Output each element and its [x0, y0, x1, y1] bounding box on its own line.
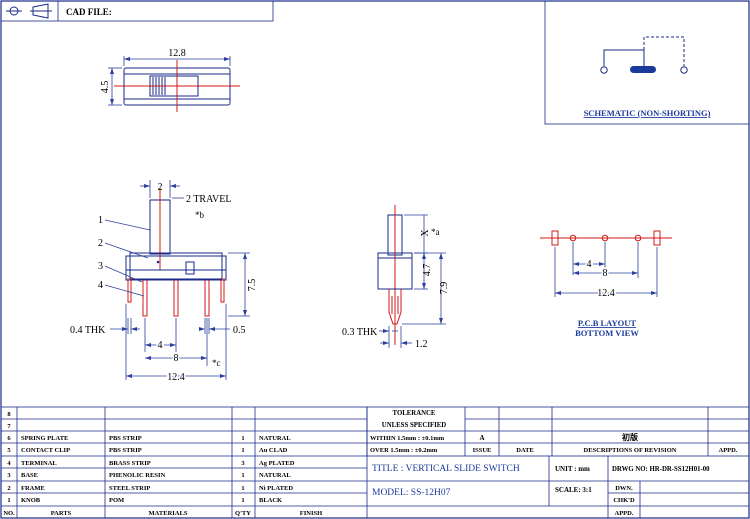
bom-cell-materials: STEEL STRIP: [109, 485, 150, 492]
side-thk: 0.3 THK: [342, 327, 378, 338]
bom-cell-parts: FRAME: [21, 485, 45, 492]
bom-cell-materials: POM: [109, 497, 124, 504]
projection-symbol-icon: [6, 3, 52, 19]
bom-cell-materials: PBS STRIP: [109, 447, 142, 454]
bom-cell-no: 6: [7, 435, 11, 442]
side-dim-79: 7.9: [439, 282, 450, 295]
bom-cell-qty: 3: [241, 460, 245, 467]
front-height-dim: 7.5: [247, 279, 258, 292]
schematic-box: SCHEMATIC (NON-SHORTING): [544, 0, 750, 125]
revision-desc-label: DESCRIPTIONS OF REVISION: [584, 447, 677, 454]
callout-2: 2: [98, 238, 103, 249]
tolerance-subtitle: UNLESS SPECIFIED: [382, 422, 446, 429]
bom-cell-no: 3: [7, 472, 11, 479]
bom-cell-materials: PBS STRIP: [109, 435, 142, 442]
drawing-model: MODEL: SS-12H07: [372, 488, 451, 498]
bom-cell-qty: 1: [241, 447, 244, 454]
top-width-dim: 12.8: [168, 48, 186, 59]
bom-cell-no: 5: [7, 447, 11, 454]
drawing-title: TITLE : VERTICAL SLIDE SWITCH: [372, 464, 520, 474]
pitch-8-dim: 8: [174, 353, 179, 364]
pitch-4-dim: 4: [158, 340, 163, 351]
bom-header-no: NO.: [3, 510, 15, 517]
bom-cell-qty: 1: [241, 435, 244, 442]
bom-cell-finish: Ni PLATED: [259, 485, 293, 492]
bom-cell-materials: PHENOLIC RESIN: [109, 472, 165, 479]
pcb-dim-4: 4: [587, 259, 592, 270]
appd-label: APPD.: [615, 510, 634, 517]
bom-cell-finish: Ag PLATED: [259, 460, 295, 467]
slider-contact: [630, 66, 656, 73]
bom-cell-parts: SPRING PLATE: [21, 435, 68, 442]
travel-dim: 2: [158, 182, 163, 193]
bom-cell-finish: BLACK: [259, 497, 282, 504]
chkd-label: CHK'D: [613, 497, 635, 504]
drawing-unit: UNIT : mm: [555, 465, 590, 473]
pcb-layout: 4 8 12.4 P.C.B LAYOUT BOTTOM VIEW: [540, 230, 672, 338]
bom-cell-parts: CONTACT CLIP: [21, 447, 70, 454]
revision-issue-label: ISSUE: [473, 447, 492, 454]
note-a: *a: [431, 227, 440, 237]
pcb-caption-sub: BOTTOM VIEW: [575, 328, 639, 338]
revision-issue-value: A: [479, 434, 484, 442]
side-x-dim: X: [420, 229, 431, 237]
drawing-number: DRWG NO: HR-DR-SS12H01-00: [612, 466, 710, 473]
bom-header-qty: Q'TY: [235, 510, 251, 517]
revision-appd-label: APPD.: [719, 447, 738, 454]
drawing-scale: SCALE: 3:1: [555, 486, 592, 494]
tolerance-over: OVER 1.5mm : ±0.2mm: [370, 447, 438, 454]
bom-header-finish: FINISH: [300, 510, 322, 517]
bom-cell-finish: Au CLAD: [259, 447, 288, 454]
front-view: 2 2 TRAVEL *b 1 2 3 4 7.5 0.4 THK 0.5: [70, 180, 258, 385]
bom-cell-parts: KNOB: [21, 497, 41, 504]
bom-cell-finish: NATURAL: [259, 472, 291, 479]
side-pin-dim: 1.2: [415, 339, 428, 350]
bom-cell-qty: 1: [241, 497, 244, 504]
thk-left: 0.4 THK: [70, 325, 106, 336]
pcb-dim-8: 8: [603, 268, 608, 279]
dwn-label: DWN.: [615, 485, 633, 492]
top-height-dim: 4.5: [100, 81, 111, 94]
pin-width-dim: 0.5: [233, 325, 246, 336]
revision-cn-label: 初版: [622, 432, 638, 442]
callout-3: 3: [98, 261, 103, 272]
bom-cell-qty: 1: [241, 485, 244, 492]
tolerance-within: WITHIN 1.5mm : ±0.1mm: [370, 435, 445, 442]
revision-date-label: DATE: [516, 447, 534, 454]
schematic-caption: SCHEMATIC (NON-SHORTING): [584, 108, 711, 118]
travel-label: 2 TRAVEL: [186, 194, 231, 205]
callout-1: 1: [98, 215, 103, 226]
top-view: 12.8 4.5: [100, 48, 240, 112]
bom-header-materials: MATERIALS: [149, 510, 188, 517]
tolerance-title: TOLERANCE: [393, 410, 436, 417]
note-c: *c: [212, 358, 221, 368]
bom-header-parts: PARTS: [51, 510, 72, 517]
callout-4: 4: [98, 280, 103, 291]
bom-cell-parts: TERMINAL: [21, 460, 57, 467]
side-dim-47: 4.7: [422, 264, 433, 277]
bom-cell-no: 4: [7, 460, 11, 467]
bom-cell-no: 2: [7, 485, 10, 492]
bom-cell-no: 1: [7, 497, 10, 504]
bom-cell-parts: BASE: [21, 472, 38, 479]
note-b: *b: [195, 210, 205, 220]
bom-cell-no: 7: [7, 423, 11, 430]
pcb-caption: P.C.B LAYOUT: [578, 318, 637, 328]
bom-cell-no: 8: [7, 411, 11, 418]
overall-width-dim: 12.4: [167, 372, 185, 383]
pcb-dim-124: 12.4: [597, 288, 615, 299]
cad-file-label: CAD FILE:: [66, 7, 112, 17]
side-view: X *a 4.7 7.9 0.3 THK 1.2: [342, 205, 450, 350]
bom-cell-materials: BRASS STRIP: [109, 460, 151, 467]
bom-cell-qty: 1: [241, 472, 244, 479]
bom-cell-finish: NATURAL: [259, 435, 291, 442]
cad-header: CAD FILE:: [0, 0, 274, 22]
